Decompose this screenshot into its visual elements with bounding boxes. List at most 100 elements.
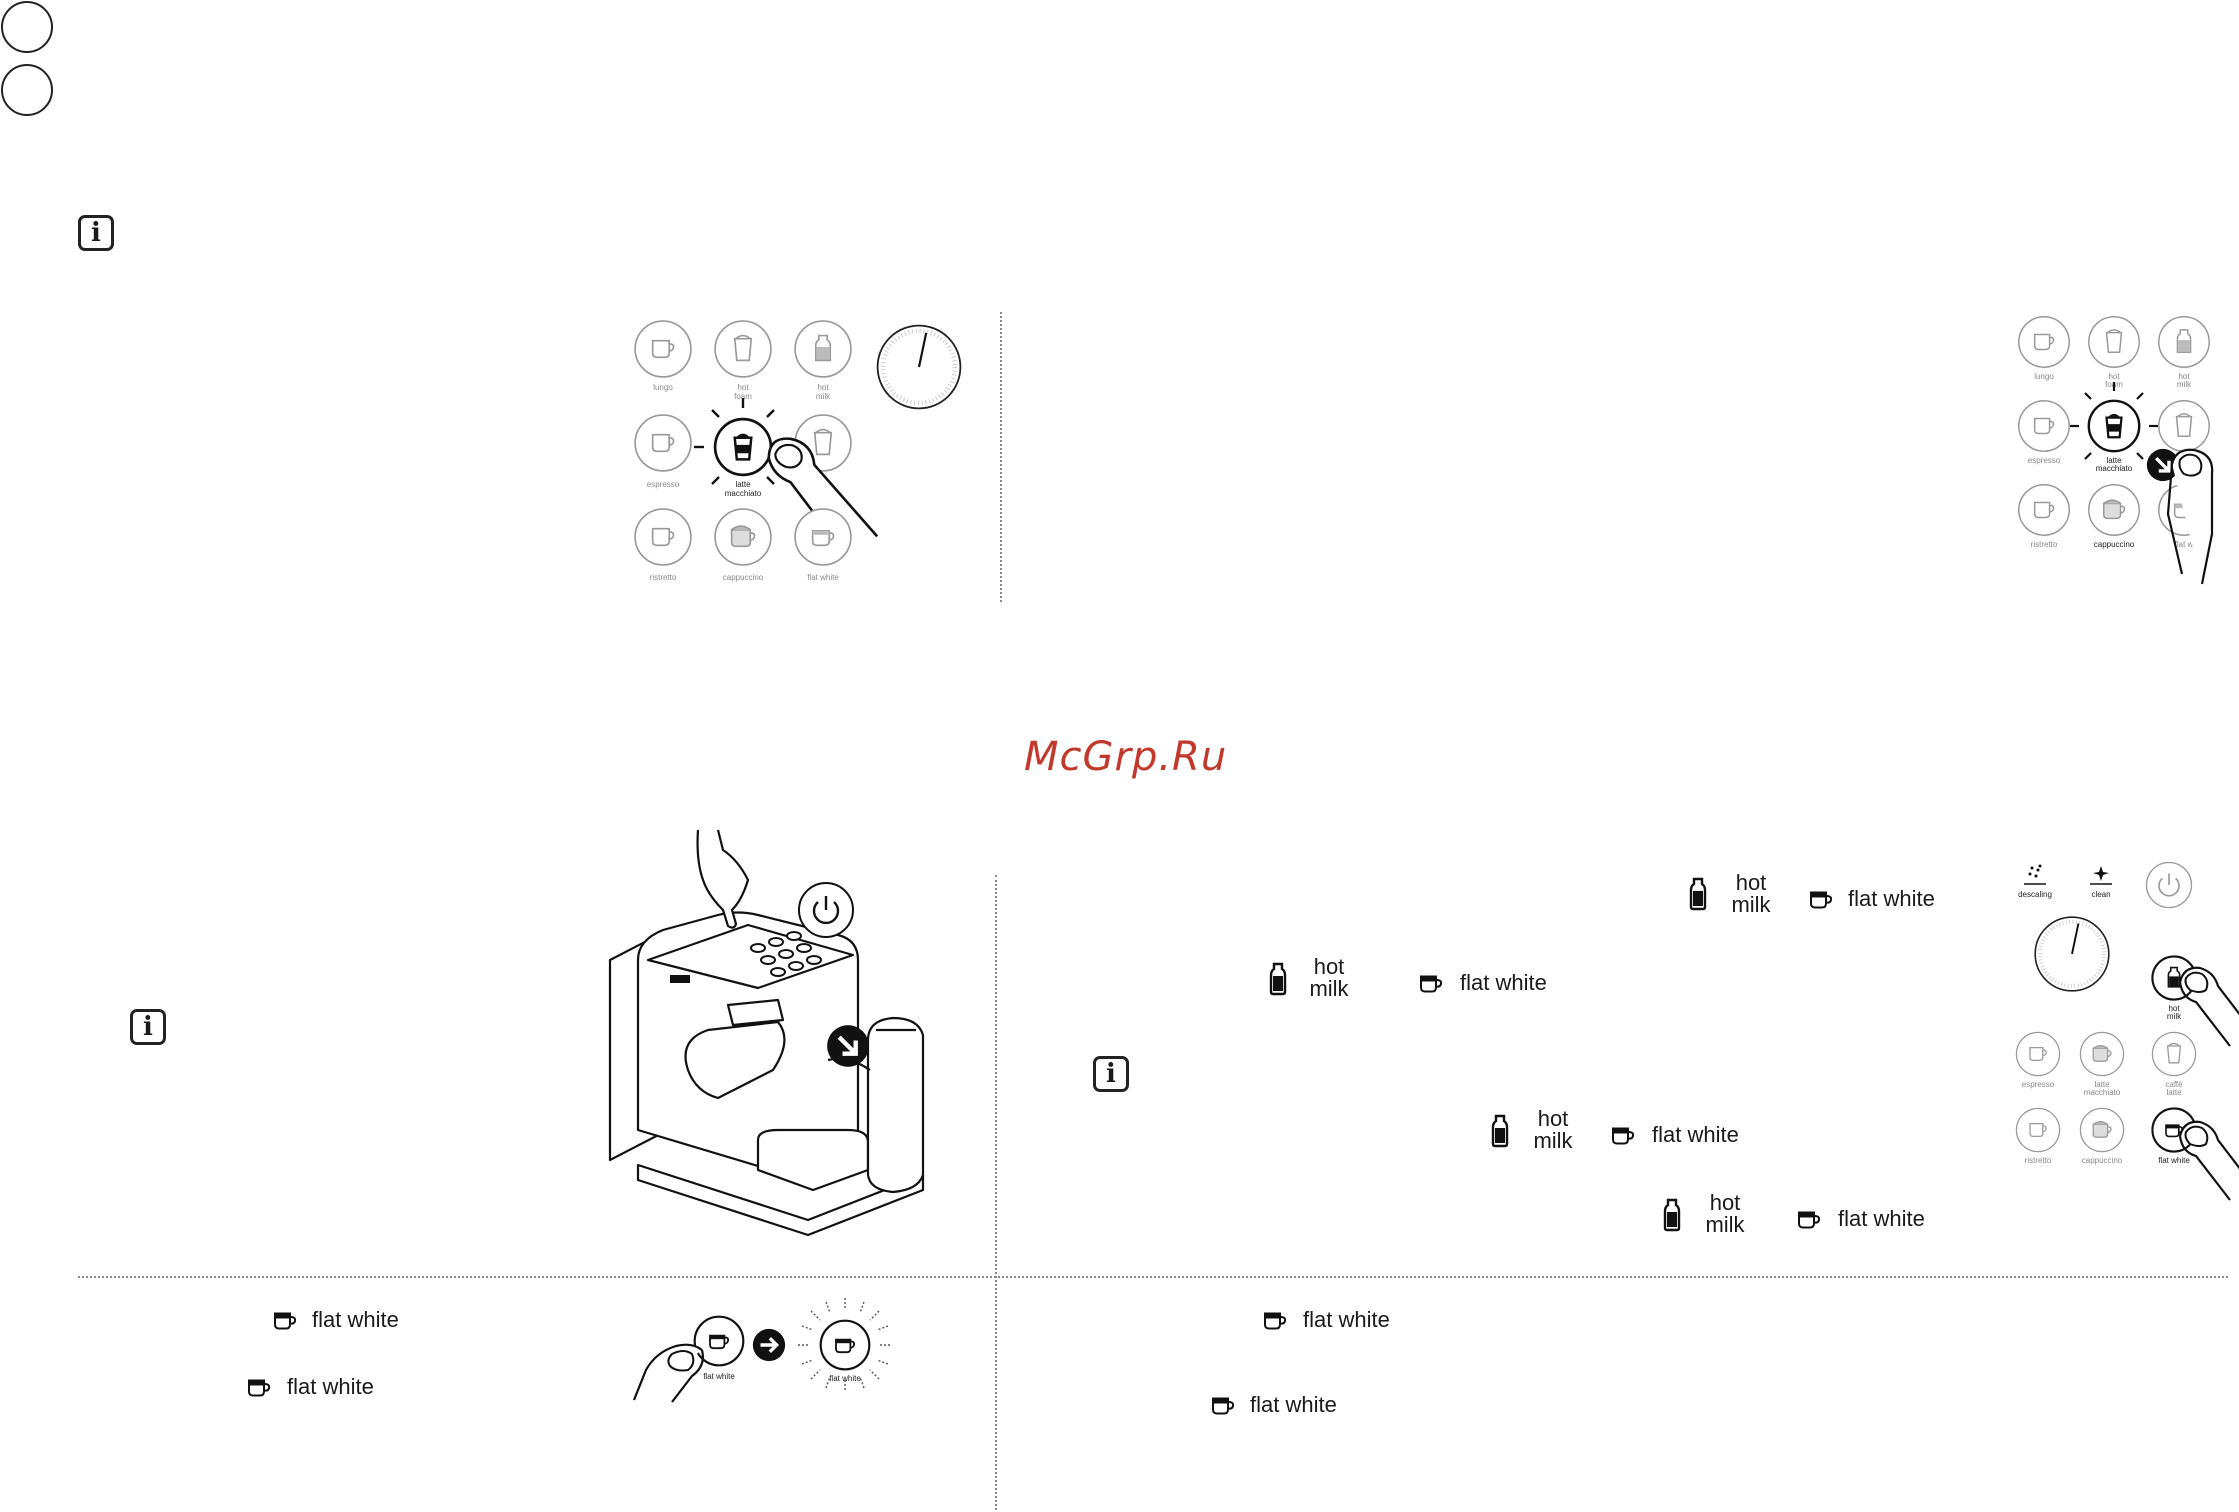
flat-white-label: flat white xyxy=(1838,1206,1925,1231)
flat-white-label: flat white xyxy=(1652,1122,1739,1147)
flat-white-step-illustration: flat white flat white xyxy=(630,1292,910,1403)
espresso-label: espresso xyxy=(2021,1080,2055,1089)
hot-foam-button xyxy=(2086,314,2142,370)
finger-icon xyxy=(2178,1120,2239,1201)
ristretto-label: ristretto xyxy=(649,573,677,582)
flat-white-button xyxy=(792,506,854,568)
caffe-label-1: caffè xyxy=(2165,1080,2183,1089)
flat-white-button-active xyxy=(819,1319,871,1371)
finger-icon xyxy=(2166,448,2214,585)
cappuccino-button xyxy=(2078,1106,2126,1154)
cup-icon xyxy=(1262,1311,1288,1331)
step-marker-1 xyxy=(1,1,53,53)
ristretto-button xyxy=(2016,482,2072,538)
flat-white-label: flat white xyxy=(2158,1156,2190,1165)
flat-white-label-from: flat white xyxy=(703,1372,735,1381)
hot-foam-button xyxy=(712,318,774,380)
bottle-icon xyxy=(1268,962,1288,996)
arrow-right-icon xyxy=(826,1024,870,1068)
cup-icon xyxy=(246,1378,272,1398)
control-panel-illustration-top-right: lungo hot foam hot milk espresso latte m… xyxy=(2012,314,2232,585)
coffee-machine-illustration xyxy=(608,829,925,1237)
latte-label-2: macchiato xyxy=(2095,464,2133,473)
finger-icon xyxy=(2178,966,2239,1047)
latte-label-1: latte xyxy=(2106,456,2122,465)
hot-milk-label-1: hot xyxy=(2168,1004,2180,1013)
flat-white-label: flat w xyxy=(2174,540,2194,549)
hot-milk-label-1: hot xyxy=(2178,372,2190,381)
ristretto-button xyxy=(632,506,694,568)
dial-icon xyxy=(2032,914,2112,994)
flat-white-label: flat white xyxy=(312,1307,399,1332)
cappuccino-button xyxy=(712,506,774,568)
cappuccino-label: cappuccino xyxy=(2081,1156,2123,1165)
latte-macchiato-button-active xyxy=(2086,398,2142,454)
hot-milk-label-2: milk xyxy=(2176,380,2192,389)
cappuccino-label: cappuccino xyxy=(722,573,764,582)
flat-white-label: flat white xyxy=(1250,1392,1337,1417)
espresso-button xyxy=(2014,1030,2062,1078)
dial-icon xyxy=(874,322,964,412)
control-panel-illustration-top-left: lungo hot foam hot milk espresso latte m… xyxy=(628,318,968,598)
hot-milk-label-2: milk xyxy=(2166,1012,2182,1021)
ristretto-button xyxy=(2014,1106,2062,1154)
info-icon: i xyxy=(1093,1056,1129,1092)
descaling-icon xyxy=(2024,864,2046,885)
hot-milk-button xyxy=(2156,314,2212,370)
cup-icon xyxy=(1610,1126,1636,1146)
info-icon: i xyxy=(130,1009,166,1045)
caffe-label-2: latte xyxy=(2166,1088,2182,1097)
flat-white-label: flat white xyxy=(1303,1307,1390,1332)
power-icon xyxy=(796,880,856,940)
info-icon: i xyxy=(78,215,114,251)
clean-icon xyxy=(2090,866,2112,885)
flat-white-label: flat white xyxy=(1848,886,1935,911)
descaling-label: descaling xyxy=(2018,890,2052,899)
latte-macchiato-active-glow xyxy=(2070,382,2158,460)
watermark: McGrp.Ru xyxy=(1024,734,1228,780)
cup-icon xyxy=(1808,890,1834,910)
arrow-right-icon xyxy=(752,1328,786,1362)
step-marker-2 xyxy=(1,64,53,116)
flat-white-label: flat white xyxy=(1460,970,1547,995)
control-panel-illustration-bottom-right: descaling clean hot milk espresso latte … xyxy=(2010,860,2239,1210)
espresso-button xyxy=(2016,398,2072,454)
finger-icon xyxy=(632,1343,704,1403)
lungo-button xyxy=(632,318,694,380)
cup-icon xyxy=(1210,1396,1236,1416)
bottle-icon xyxy=(1490,1114,1510,1148)
hot-milk-label-1: hot xyxy=(817,383,829,392)
cappuccino-label: cappuccino xyxy=(2093,540,2135,549)
espresso-label: espresso xyxy=(646,480,680,489)
flat-white-glow xyxy=(798,1298,892,1392)
power-icon xyxy=(2145,861,2193,909)
latte-macchiato-button xyxy=(2078,1030,2126,1078)
hot-milk-button xyxy=(792,318,854,380)
ristretto-label: ristretto xyxy=(2030,540,2058,549)
cup-icon xyxy=(1796,1210,1822,1230)
divider-horizontal xyxy=(78,1276,2228,1278)
caffe-latte-button xyxy=(2150,1030,2198,1078)
espresso-button xyxy=(632,412,694,474)
latte-label-2: macchiato xyxy=(724,489,762,498)
cup-icon xyxy=(1418,974,1444,994)
flat-white-label: flat white xyxy=(287,1374,374,1399)
espresso-label: espresso xyxy=(2027,456,2061,465)
lungo-button xyxy=(2016,314,2072,370)
ristretto-label: ristretto xyxy=(2024,1156,2052,1165)
bottle-icon xyxy=(1688,877,1708,911)
clean-label: clean xyxy=(2091,890,2111,899)
divider-top xyxy=(1000,312,1002,602)
hot-foam-label-1: hot xyxy=(737,383,749,392)
latte-label-2: macchiato xyxy=(2083,1088,2121,1097)
latte-label-1: latte xyxy=(735,480,751,489)
lungo-label: lungo xyxy=(653,383,673,392)
lungo-label: lungo xyxy=(2034,372,2054,381)
hot-foam-label-1: hot xyxy=(2108,372,2120,381)
bottle-icon xyxy=(1662,1198,1682,1232)
divider-bottom xyxy=(995,875,997,1510)
flat-white-label-to: flat white xyxy=(829,1374,861,1383)
